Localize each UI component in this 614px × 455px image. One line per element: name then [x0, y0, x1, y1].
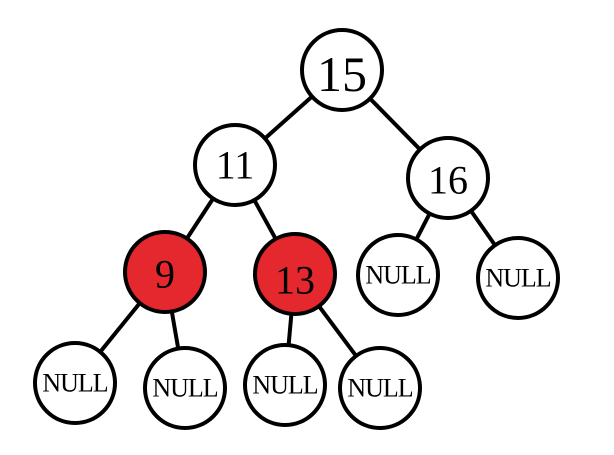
node-circle	[356, 233, 440, 317]
tree-node-n9L: NULL	[33, 341, 117, 425]
tree-edges	[98, 94, 498, 358]
null-leaf-label: NULL	[347, 374, 412, 403]
tree-node-n16R: NULL	[476, 236, 560, 320]
edge-n11-n9	[184, 196, 216, 241]
edge-n13-n13L	[286, 311, 294, 348]
node-circle	[338, 346, 422, 430]
edge-n11-n13	[252, 198, 278, 241]
null-leaf-label: NULL	[252, 371, 317, 400]
node-key-label: 16	[428, 158, 468, 203]
edge-n16-n16R	[468, 208, 498, 248]
tree-node-n16: 16	[406, 136, 490, 220]
red-node-circle	[123, 230, 207, 314]
tree-node-n13: 13	[253, 232, 337, 316]
node-key-label: 15	[317, 46, 367, 102]
edge-n16-n16L	[414, 211, 432, 242]
tree-node-n13L: NULL	[243, 343, 327, 427]
node-key-label: 13	[275, 258, 315, 303]
edge-n13-n13R	[316, 304, 359, 358]
tree-node-n9R: NULL	[143, 346, 227, 430]
edge-n9-n9R	[169, 309, 181, 351]
node-key-label: 9	[155, 252, 175, 297]
tree-node-n13R: NULL	[338, 346, 422, 430]
node-circle	[406, 136, 490, 220]
null-leaf-label: NULL	[42, 369, 107, 398]
node-circle	[476, 236, 560, 320]
tree-node-n11: 11	[193, 123, 277, 207]
node-circle	[193, 123, 277, 207]
node-circle	[143, 346, 227, 430]
node-circle	[300, 28, 384, 112]
edge-n15-n16	[368, 96, 422, 152]
red-node-circle	[253, 232, 337, 316]
edge-n9-n9L	[98, 301, 142, 354]
edge-n15-n11	[262, 94, 315, 141]
node-key-label: 11	[216, 143, 255, 188]
null-leaf-label: NULL	[485, 264, 550, 293]
node-circle	[33, 341, 117, 425]
null-leaf-label: NULL	[152, 374, 217, 403]
tree-node-n16L: NULL	[356, 233, 440, 317]
tree-node-n15: 15	[300, 28, 384, 112]
null-leaf-label: NULL	[365, 261, 430, 290]
node-circle	[243, 343, 327, 427]
tree-node-n9: 9	[123, 230, 207, 314]
